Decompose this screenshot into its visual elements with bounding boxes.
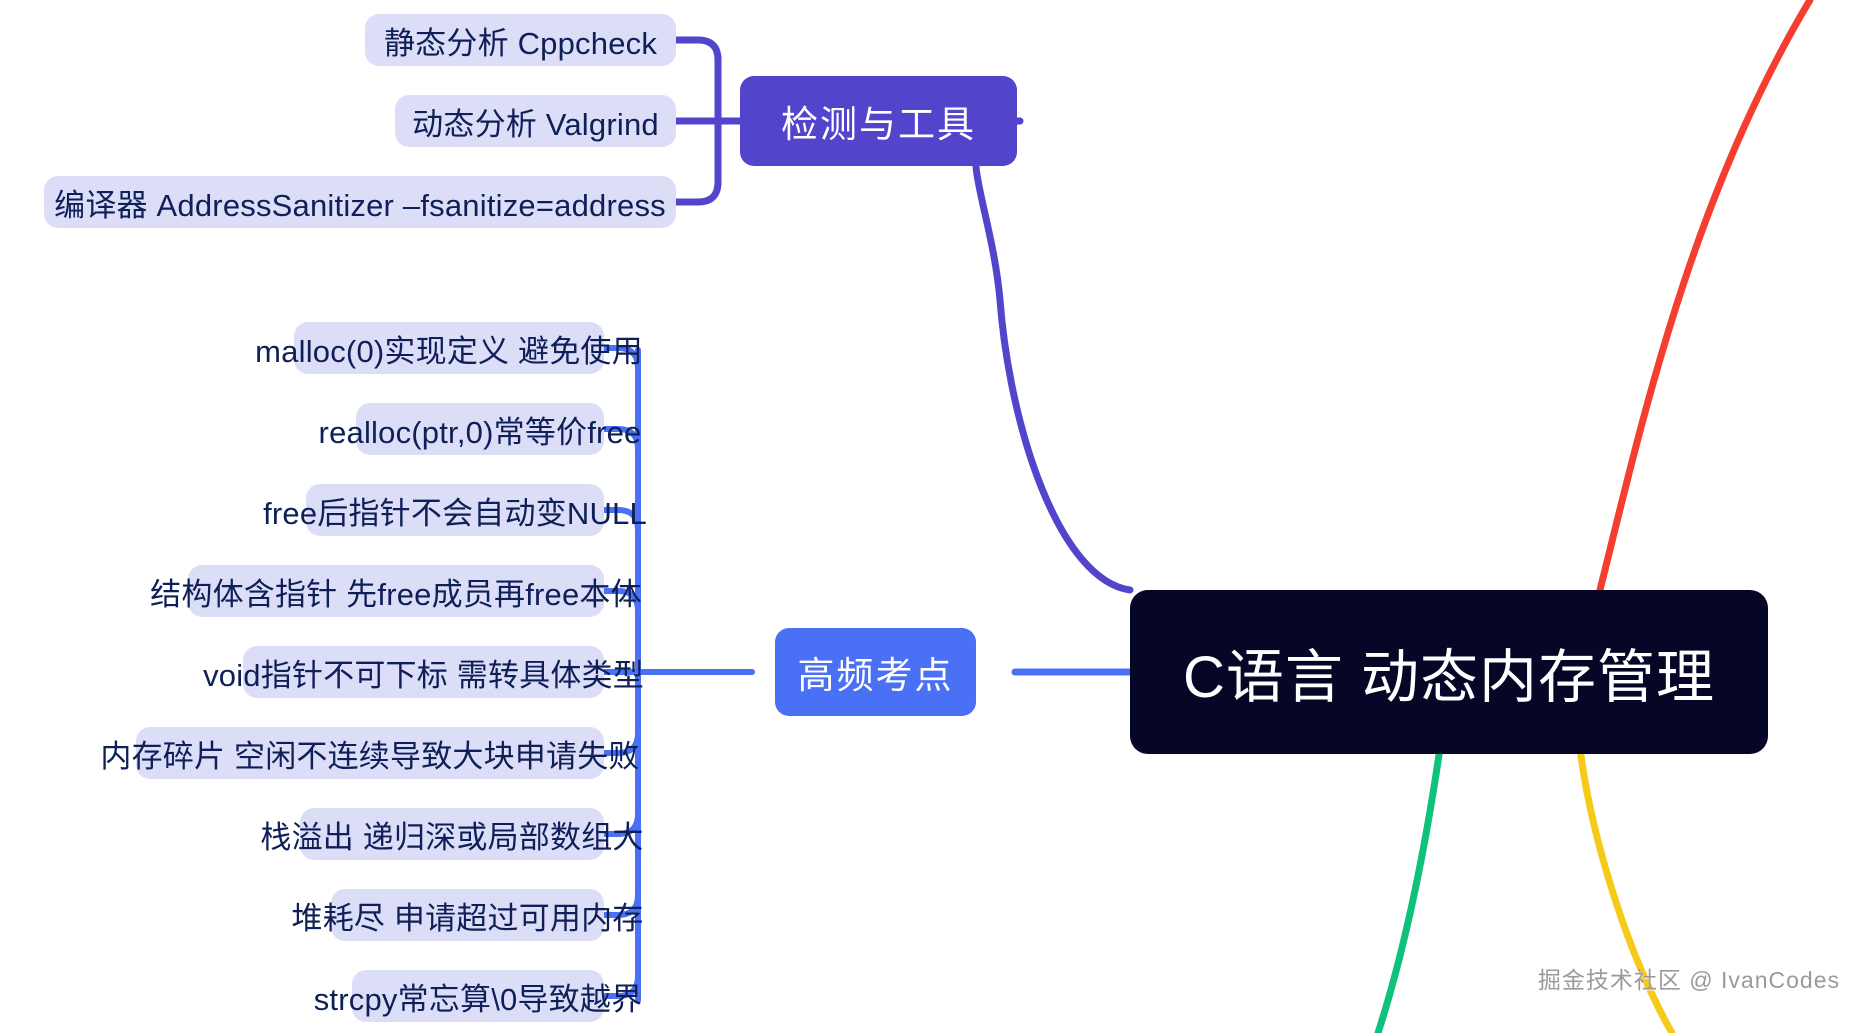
leaf-node-hot-points-0[interactable]: malloc(0)实现定义 避免使用 [255,322,643,374]
leaf-node-tools-0-label: 静态分析 Cppcheck [383,25,658,61]
leaf-node-hot-points-5-label: 内存碎片 空闲不连续导致大块申请失败 [100,738,640,774]
leaf-node-hot-points-0-label: malloc(0)实现定义 避免使用 [255,333,643,369]
root-node-label: C语言 动态内存管理 [1182,645,1715,710]
root-to-tools-wire [971,117,1134,594]
green-wire [1374,744,1444,1033]
watermark: 掘金技术社区 @ IvanCodes [1537,967,1840,993]
branch-node-hot-points[interactable]: 高频考点 [775,628,976,716]
leaf-node-hot-points-2-label: free后指针不会自动变NULL [263,495,647,531]
leaf-node-hot-points-7-label: 堆耗尽 申请超过可用内存 [291,900,644,936]
leaf-node-hot-points-2[interactable]: free后指针不会自动变NULL [263,484,647,536]
tools-child-wire-0 [672,36,722,64]
leaf-node-hot-points-4[interactable]: void指针不可下标 需转具体类型 [203,646,644,698]
leaf-node-tools-1[interactable]: 动态分析 Valgrind [395,95,676,147]
leaf-node-hot-points-4-label: void指针不可下标 需转具体类型 [203,657,644,693]
tools-child-wire-2 [672,178,722,206]
leaf-node-tools-2[interactable]: 编译器 AddressSanitizer –fsanitize=address [44,176,676,228]
branch-node-tools-label: 检测与工具 [781,104,976,145]
leaf-node-hot-points-3[interactable]: 结构体含指针 先free成员再free本体 [150,565,642,617]
leaf-node-hot-points-7[interactable]: 堆耗尽 申请超过可用内存 [292,889,643,941]
leaf-node-hot-points-1-label: realloc(ptr,0)常等价free [318,414,642,450]
leaf-node-hot-points-5[interactable]: 内存碎片 空闲不连续导致大块申请失败 [100,727,639,779]
red-wire [1596,0,1814,594]
leaf-node-hot-points-6[interactable]: 栈溢出 递归深或局部数组大 [260,808,643,860]
root-node[interactable]: C语言 动态内存管理 [1130,590,1768,754]
leaf-node-hot-points-6-label: 栈溢出 递归深或局部数组大 [260,819,644,855]
leaf-node-hot-points-3-label: 结构体含指针 先free成员再free本体 [150,576,642,612]
branch-node-tools[interactable]: 检测与工具 [740,76,1017,166]
branch-node-hot-points-label: 高频考点 [797,655,954,696]
leaf-node-hot-points-8[interactable]: strcpy常忘算\0导致越界 [314,970,642,1022]
leaf-node-hot-points-1[interactable]: realloc(ptr,0)常等价free [319,403,641,455]
leaf-node-tools-1-label: 动态分析 Valgrind [412,106,659,142]
leaf-node-tools-2-label: 编译器 AddressSanitizer –fsanitize=address [54,187,666,223]
leaf-node-tools-0[interactable]: 静态分析 Cppcheck [365,14,676,66]
leaf-node-hot-points-8-label: strcpy常忘算\0导致越界 [313,981,643,1017]
